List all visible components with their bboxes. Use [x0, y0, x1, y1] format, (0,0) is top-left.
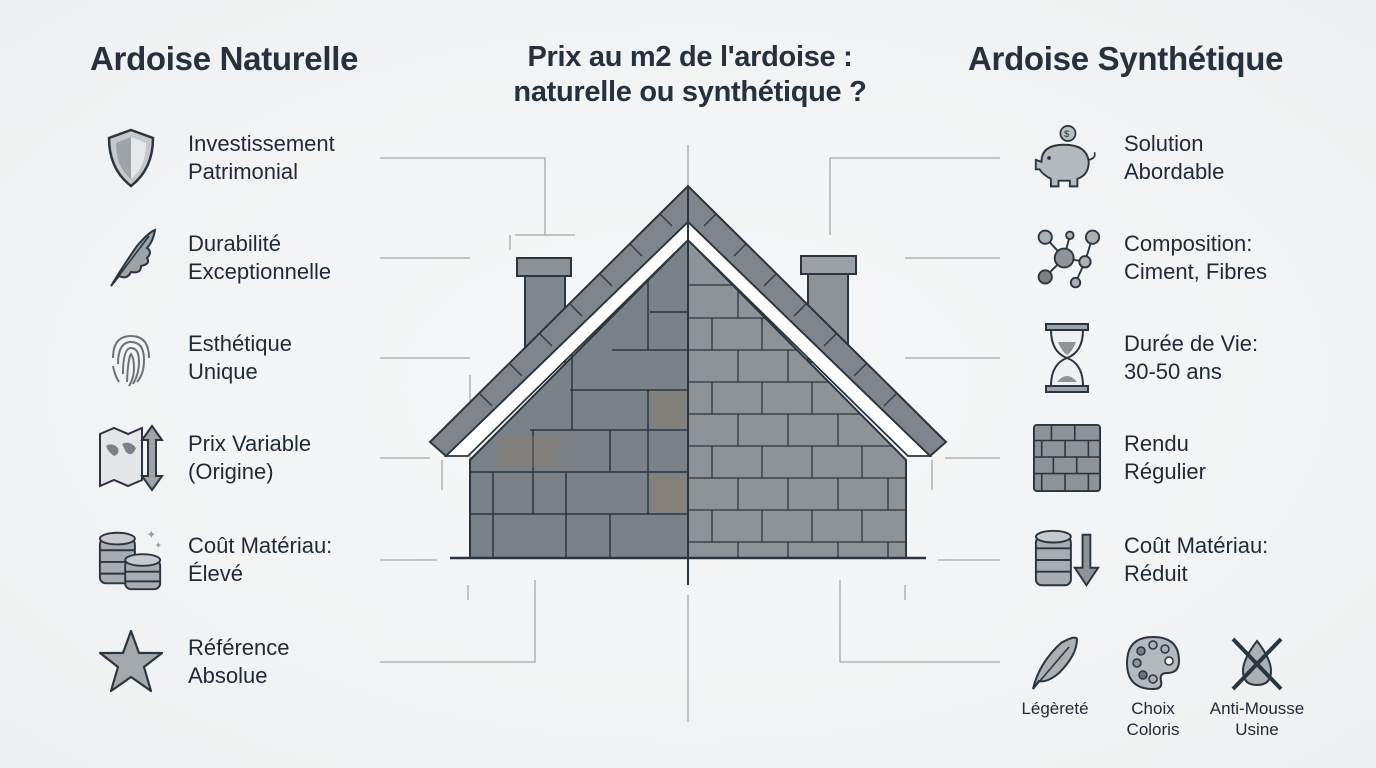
left-item-label: Investissement Patrimonial — [188, 131, 335, 184]
palette-icon — [1125, 635, 1181, 691]
piggy-bank-icon: $ — [1032, 123, 1102, 193]
right-item-material-cost-low: Coût Matériau: Réduit — [1032, 525, 1268, 595]
coin-stacks-icon: ✦✦ — [96, 525, 166, 595]
extra-lightness: Légèreté — [1010, 612, 1100, 740]
feather-icon — [1032, 636, 1079, 690]
extra-label: Choix Coloris — [1126, 699, 1180, 739]
shield-icon — [96, 123, 166, 193]
right-item-lifespan: Durée de Vie: 30-50 ans — [1032, 323, 1258, 393]
svg-text:✦: ✦ — [147, 529, 157, 542]
molecule-icon — [1032, 223, 1102, 293]
coins-down-icon — [1032, 525, 1102, 595]
page-title: Prix au m2 de l'ardoise : naturelle ou s… — [513, 41, 867, 108]
synthetic-slate-title: Ardoise Synthétique — [968, 40, 1284, 77]
svg-text:$: $ — [1064, 129, 1070, 140]
star-icon — [96, 627, 166, 697]
left-item-label: Esthétique Unique — [188, 331, 292, 384]
right-item-regular-finish: Rendu Régulier — [1032, 423, 1206, 493]
no-moss-icon — [1231, 637, 1283, 691]
left-item-label: Référence Absolue — [188, 635, 290, 688]
map-arrows-icon — [96, 423, 166, 493]
extra-colors: Choix Coloris — [1108, 612, 1198, 761]
right-item-affordable: $ Solution Abordable — [1032, 123, 1224, 193]
oak-leaf-icon — [96, 223, 166, 293]
svg-text:✦: ✦ — [154, 540, 162, 551]
extra-anti-moss: Anti-Mousse Usine — [1200, 612, 1314, 761]
left-item-reference: Référence Absolue — [96, 627, 290, 697]
extra-label: Anti-Mousse Usine — [1209, 699, 1305, 739]
left-item-label: Prix Variable (Origine) — [188, 431, 312, 484]
left-item-durability: Durabilité Exceptionnelle — [96, 223, 331, 293]
left-item-price-variable: Prix Variable (Origine) — [96, 423, 311, 493]
hourglass-icon — [1032, 323, 1102, 393]
left-item-label: Coût Matériau: Élevé — [188, 533, 333, 586]
left-item-label: Durabilité Exceptionnelle — [188, 231, 332, 284]
right-item-label: Composition: Ciment, Fibres — [1124, 231, 1268, 284]
extra-label: Légèreté — [1021, 699, 1089, 718]
left-item-aesthetic: Esthétique Unique — [96, 323, 292, 393]
right-item-label: Coût Matériau: Réduit — [1124, 533, 1269, 586]
right-item-label: Rendu Régulier — [1124, 431, 1206, 484]
right-item-label: Solution Abordable — [1124, 131, 1225, 184]
guide-lines — [380, 145, 1000, 722]
left-item-material-cost-high: ✦✦ Coût Matériau: Élevé — [96, 525, 332, 595]
natural-slate-title: Ardoise Naturelle — [90, 40, 359, 77]
fingerprint-icon — [96, 323, 166, 393]
left-item-investment: Investissement Patrimonial — [96, 123, 335, 193]
right-item-label: Durée de Vie: 30-50 ans — [1124, 331, 1259, 384]
regular-tiles-icon — [1032, 423, 1102, 493]
right-item-composition: Composition: Ciment, Fibres — [1032, 223, 1267, 293]
